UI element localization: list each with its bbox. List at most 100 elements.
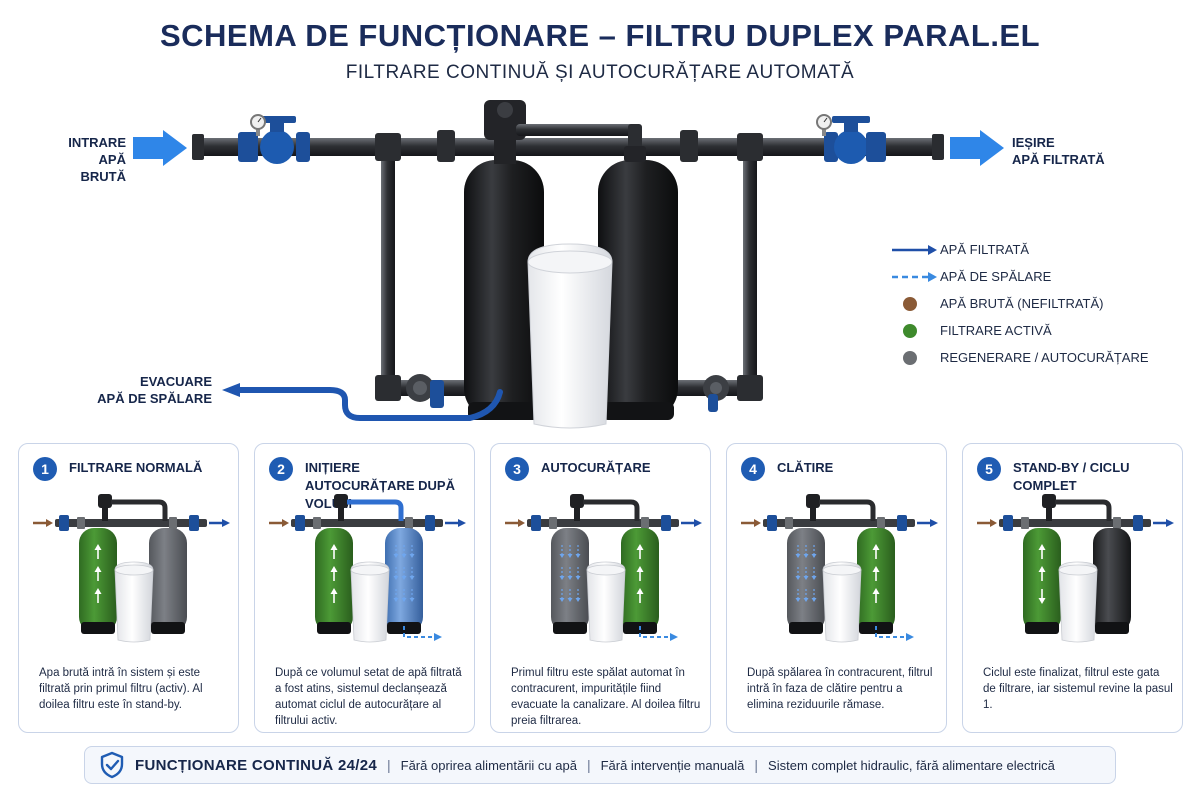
footer-separator: | (586, 757, 591, 773)
shield-check-icon (100, 751, 124, 779)
step-title: STAND-BY / CICLU COMPLET (1013, 460, 1130, 493)
step-card-5: 5 STAND-BY / CICLU COMPLET Ciclul este fin… (962, 443, 1183, 733)
legend: APĂ FILTRATĂ APĂ DE SPĂLARE APĂ BRUTĂ (NEF… (890, 236, 1180, 371)
mini-outlet-valve (661, 515, 671, 531)
step-number-badge: 5 (977, 457, 1001, 481)
flow-up-arrow-icon (330, 544, 338, 559)
flow-down-arrow-icon (393, 545, 415, 558)
brine-tank (527, 243, 613, 429)
raw-water-arrow (269, 519, 289, 527)
flow-up-arrow-icon (1038, 544, 1046, 559)
footer-separator: | (754, 757, 759, 773)
flow-up-arrow-icon (94, 566, 102, 581)
mini-left-tank (551, 528, 589, 634)
mini-control-head (570, 494, 584, 508)
flow-up-arrow-icon (330, 588, 338, 603)
outlet-arrow (950, 130, 1004, 166)
mini-fitting (169, 517, 177, 529)
mini-inlet-valve (1003, 515, 1013, 531)
flow-up-arrow-icon (94, 544, 102, 559)
mini-fitting (549, 517, 557, 529)
flow-down-arrow-icon (559, 589, 581, 602)
outlet-valve (824, 116, 886, 164)
mini-control-head (1042, 494, 1056, 508)
mini-outlet-valve (1133, 515, 1143, 531)
step-number-badge: 2 (269, 457, 293, 481)
mini-bypass-pipe (347, 499, 404, 521)
footer-item: Fără oprirea alimentării cu apă (400, 757, 577, 773)
flow-down-arrow-icon (795, 567, 817, 580)
filtered-water-arrow (681, 519, 702, 527)
step-description: Ciclul este finalizat, filtrul este gata… (983, 667, 1173, 711)
flow-down-arrow-icon (1038, 589, 1046, 604)
right-vertical-pipe (743, 150, 757, 390)
main-system-diagram (133, 100, 1004, 429)
flow-down-arrow-icon (559, 545, 581, 558)
bottom-right-valve (703, 375, 729, 412)
raw-water-arrow (505, 519, 525, 527)
flow-up-arrow-icon (94, 588, 102, 603)
footer-title: FUNCȚIONARE CONTINUĂ 24/24 (135, 756, 377, 774)
mini-control-stem (102, 507, 108, 521)
legend-label: APĂ BRUTĂ (NEFILTRATĂ) (940, 296, 1104, 311)
flow-up-arrow-icon (1038, 566, 1046, 581)
flow-down-arrow-icon (559, 567, 581, 580)
mini-bypass-pipe (111, 499, 168, 521)
step-number-badge: 3 (505, 457, 529, 481)
step-title: AUTOCURĂȚARE (541, 460, 651, 475)
step-title: FILTRARE NORMALĂ (69, 460, 203, 475)
left-filter-tank (464, 160, 544, 420)
flow-up-arrow-icon (872, 544, 880, 559)
raw-water-arrow (741, 519, 761, 527)
legend-label: APĂ DE SPĂLARE (940, 269, 1052, 284)
mini-fitting (1113, 517, 1121, 529)
legend-label: APĂ FILTRATĂ (940, 242, 1030, 257)
outlet-label: IEȘIRE APĂ FILTRATĂ (1012, 134, 1132, 168)
flow-down-arrow-icon (393, 589, 415, 602)
flow-down-arrow-icon (795, 589, 817, 602)
mini-drain-arrow (403, 626, 442, 641)
mini-control-stem (338, 507, 344, 521)
legend-label: REGENERARE / AUTOCURĂȚARE (940, 350, 1149, 365)
mini-brine-tank (1058, 561, 1098, 643)
mini-bypass-pipe (583, 499, 640, 521)
flow-up-arrow-icon (636, 566, 644, 581)
legend-item: APĂ DE SPĂLARE (890, 263, 1180, 290)
bottom-left-elbow (375, 375, 401, 401)
raw-water-arrow (977, 519, 997, 527)
mini-outlet-valve (189, 515, 199, 531)
mini-inlet-valve (767, 515, 777, 531)
step-title: CLĂTIRE (777, 460, 834, 475)
dot-icon (903, 350, 917, 365)
footer-separator: | (387, 757, 391, 773)
mini-inlet-valve (295, 515, 305, 531)
mini-fitting (877, 517, 885, 529)
filtered-water-arrow (445, 519, 466, 527)
filtered-water-arrow (1153, 519, 1174, 527)
flow-up-arrow-icon (636, 588, 644, 603)
mini-fitting (405, 517, 413, 529)
solid-arrow-icon (892, 244, 937, 255)
step-mini-diagram (977, 494, 1174, 643)
inlet-label: INTRARE APĂ BRUTĂ (52, 134, 126, 185)
mini-fitting (313, 517, 321, 529)
raw-water-arrow (33, 519, 53, 527)
filtered-water-arrow (917, 519, 938, 527)
mini-inlet-valve (59, 515, 69, 531)
drain-arrow (222, 383, 240, 397)
inlet-pressure-gauge-icon (250, 114, 266, 136)
outlet-label-line-2: APĂ FILTRATĂ (1012, 152, 1105, 167)
mini-control-head (806, 494, 820, 508)
mini-right-tank (1093, 528, 1131, 634)
page-title: SCHEMA DE FUNCȚIONARE – FILTRU DUPLEX PA… (159, 18, 1041, 53)
step-number-badge: 4 (741, 457, 765, 481)
flow-up-arrow-icon (636, 544, 644, 559)
mini-drain-arrow (875, 626, 914, 641)
mini-bypass-pipe (819, 499, 876, 521)
mini-bypass-pipe (1055, 499, 1112, 521)
inlet-arrow (133, 130, 187, 166)
